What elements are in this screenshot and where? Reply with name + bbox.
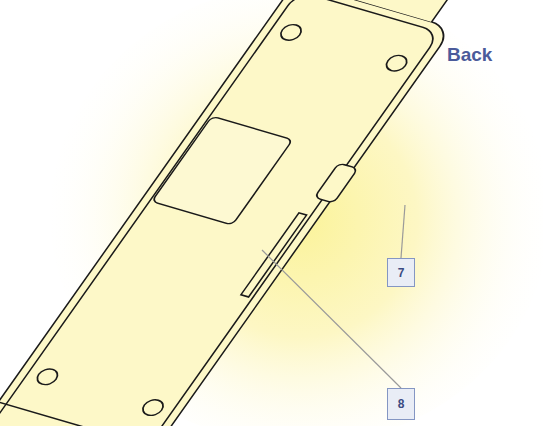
label-window [152, 116, 293, 225]
callout-box: 7 [387, 258, 415, 287]
screw [139, 398, 167, 418]
lens-cap [316, 0, 459, 22]
callout-number: 8 [398, 398, 405, 410]
device-panel [0, 0, 440, 426]
base-seam [0, 402, 156, 426]
screw [34, 367, 62, 387]
device-outline [0, 0, 453, 426]
screw [277, 23, 305, 43]
view-label: Back [447, 44, 492, 66]
callout-number: 7 [398, 267, 405, 279]
leader-line [401, 205, 405, 258]
callout-box: 8 [387, 388, 415, 420]
device-body [0, 0, 484, 426]
screw [383, 53, 411, 73]
leader-line [262, 250, 401, 388]
side-button [314, 163, 358, 203]
